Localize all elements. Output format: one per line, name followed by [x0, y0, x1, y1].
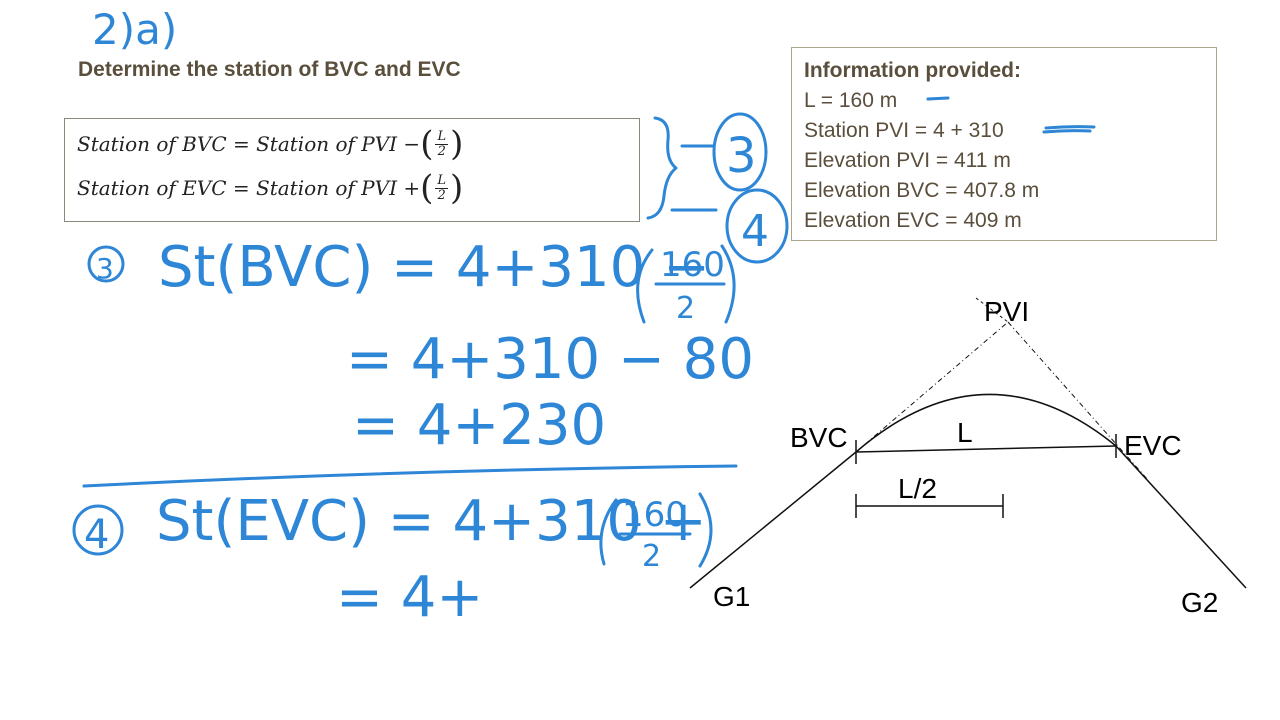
- formula-bvc-text: Station of BVC = Station of PVI −: [77, 132, 421, 156]
- hw-circle-3-label: 3: [726, 128, 757, 184]
- hw-brace-icon: [646, 116, 678, 220]
- page-title: Determine the station of BVC and EVC: [78, 58, 461, 81]
- label-bvc: BVC: [790, 422, 848, 453]
- information-box: Information provided: L = 160 m Station …: [791, 47, 1217, 241]
- parabolic-curve: [855, 393, 1117, 453]
- handwritten-notes: 2)a) 3 4 3 St(BVC) = 4+310 − 160 2 = 4+3…: [72, 5, 1096, 630]
- hw-frac-den-2: 2: [642, 539, 661, 574]
- label-g1: G1: [713, 581, 750, 612]
- hw-paren-right-1: [720, 244, 736, 324]
- formula-evc: Station of EVC = Station of PVI + ( L 2 …: [77, 168, 464, 208]
- label-evc: EVC: [1124, 430, 1182, 461]
- hw-circle-4-icon: [725, 188, 789, 264]
- info-elevation-pvi: Elevation PVI = 411 m: [804, 149, 1011, 172]
- formula-bvc-fraction: L 2: [435, 128, 449, 159]
- label-g2: G2: [1181, 587, 1218, 618]
- formula-evc-text: Station of EVC = Station of PVI +: [77, 176, 421, 200]
- hw-circle-4-label: 4: [741, 206, 769, 257]
- hw-paren-left-2: [599, 498, 618, 566]
- hw-part-label: 2)a): [92, 5, 177, 54]
- grade-line-g2: [1115, 445, 1247, 589]
- hw-circle-3-icon: [712, 112, 768, 192]
- chord-line: [855, 445, 1117, 453]
- hw-step3-circle-icon: [87, 245, 125, 283]
- hw-frac-num-2: 160: [622, 495, 687, 535]
- hw-paren-right-2: [698, 492, 713, 568]
- grade-line-g1: [689, 451, 857, 589]
- information-title: Information provided:: [804, 59, 1021, 82]
- hw-frac-den-1: 2: [676, 291, 695, 326]
- hw-line-result-bvc: = 4+230: [352, 393, 606, 458]
- hw-paren-left-1: [636, 248, 654, 324]
- label-half-length: L/2: [898, 473, 937, 504]
- hw-separator-line: [82, 464, 738, 488]
- hw-mark-length: [926, 96, 950, 101]
- info-elevation-bvc: Elevation BVC = 407.8 m: [804, 179, 1040, 202]
- label-pvi: PVI: [984, 296, 1029, 327]
- label-length: L: [957, 417, 973, 448]
- hw-mark-station: [1042, 125, 1096, 134]
- info-elevation-evc: Elevation EVC = 409 m: [804, 209, 1022, 232]
- hw-line-result-evc: = 4+: [336, 565, 483, 630]
- formula-box: Station of BVC = Station of PVI − ( L 2 …: [64, 118, 640, 222]
- info-station-pvi: Station PVI = 4 + 310: [804, 119, 1004, 142]
- hw-line-bvc: St(BVC) = 4+310 −: [158, 235, 710, 300]
- formula-bvc: Station of BVC = Station of PVI − ( L 2 …: [77, 124, 464, 164]
- hw-frac-num-1: 160: [660, 245, 725, 285]
- hw-step4-number: 4: [84, 512, 109, 558]
- hw-line-subtract: = 4+310 − 80: [346, 327, 754, 392]
- vertical-curve-diagram: PVI BVC EVC L L/2 G1 G2: [689, 296, 1247, 618]
- info-length: L = 160 m: [804, 89, 898, 112]
- tangent-extension-left: [855, 321, 1009, 453]
- hw-step4-circle-icon: [72, 504, 124, 556]
- hw-step3-number: 3: [96, 252, 114, 285]
- formula-evc-fraction: L 2: [435, 172, 448, 203]
- pvi-marker: [975, 297, 1009, 323]
